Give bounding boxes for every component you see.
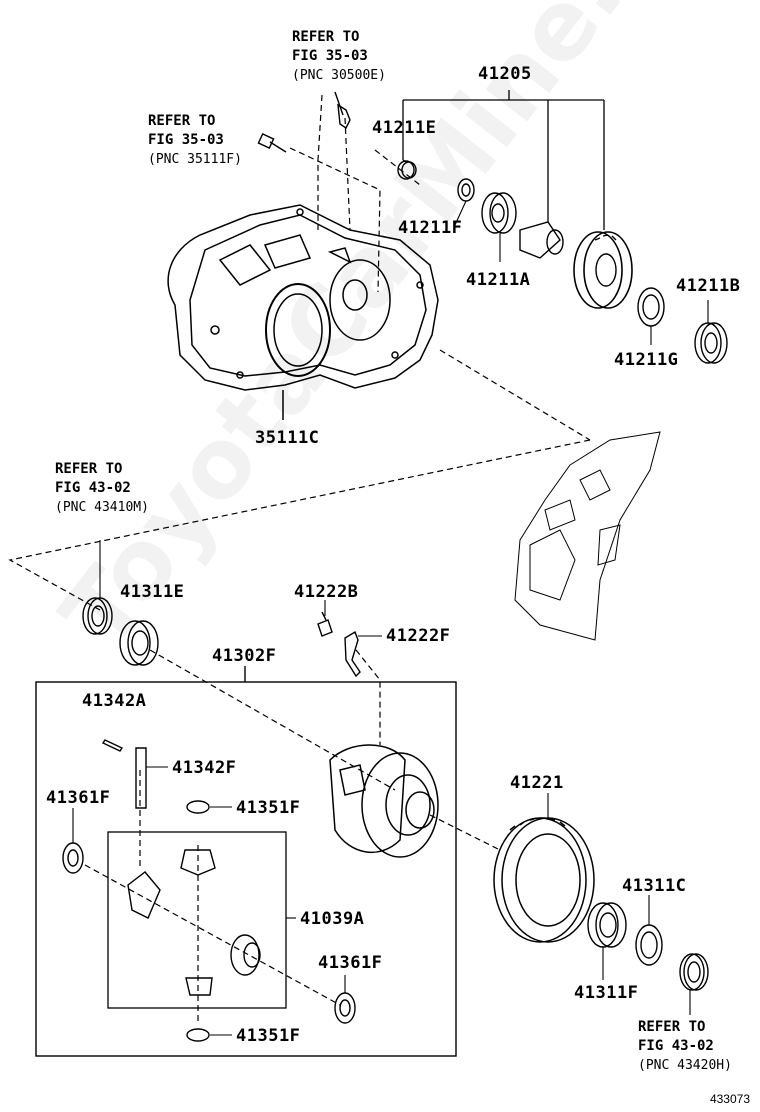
part-41361F-washer-left [62, 842, 84, 874]
part-side-gear-right [230, 934, 261, 976]
part-oil-seal-right [679, 953, 709, 991]
part-label-41221[interactable]: 41221 [510, 773, 564, 793]
ref-pnc: (PNC 43410M) [55, 500, 149, 515]
housing-35111C [167, 204, 439, 420]
figure-id: 433073 [709, 1092, 750, 1106]
part-41211F-washer [457, 178, 475, 202]
part-label-41222F[interactable]: 41222F [386, 626, 451, 646]
bracket-41205 [402, 90, 605, 230]
part-41351F-washer-bottom [186, 1028, 210, 1042]
ref-line1: REFER TO [55, 461, 123, 477]
part-differential-case [329, 744, 439, 858]
ref-line1: REFER TO [148, 113, 216, 129]
part-41222F-plate [344, 630, 361, 678]
ref-line1: REFER TO [638, 1019, 706, 1035]
box-41302F [35, 681, 457, 1057]
ref-line1: REFER TO [292, 29, 360, 45]
ref-fig43-right[interactable]: REFER TO FIG 43-02 (PNC 43420H) [638, 1018, 732, 1075]
part-41351F-washer-top [186, 800, 210, 814]
part-label-41342F[interactable]: 41342F [172, 758, 237, 778]
part-label-41351F[interactable]: 41351F [236, 1026, 301, 1046]
ref-line2: FIG 35-03 [148, 132, 224, 148]
part-label-41361F[interactable]: 41361F [46, 788, 111, 808]
part-41342A-pin [101, 739, 124, 752]
part-41211A-bearing [481, 192, 517, 234]
part-41211E-plug [397, 160, 417, 180]
part-label-41311F[interactable]: 41311F [574, 983, 639, 1003]
part-label-41211F[interactable]: 41211F [398, 218, 463, 238]
ref-line2: FIG 35-03 [292, 48, 368, 64]
ref-pnc: (PNC 35111F) [148, 152, 242, 167]
part-41205-shaft [519, 221, 564, 259]
transaxle-body-sketch [514, 431, 661, 641]
label-leaders [72, 159, 709, 1036]
part-41211B-race [694, 322, 728, 364]
part-label-41342A[interactable]: 41342A [82, 691, 147, 711]
part-label-41039A[interactable]: 41039A [300, 909, 365, 929]
ref-fig43-left[interactable]: REFER TO FIG 43-02 (PNC 43410M) [55, 460, 149, 517]
part-label-41311E[interactable]: 41311E [120, 582, 185, 602]
part-side-gear-left [127, 871, 161, 919]
part-41205-gear [573, 231, 633, 309]
part-41222B-plug [317, 611, 333, 637]
part-label-41351F[interactable]: 41351F [236, 798, 301, 818]
part-label-41222B[interactable]: 41222B [294, 582, 359, 602]
ref-pnc: (PNC 30500E) [292, 68, 386, 83]
part-label-41211A[interactable]: 41211A [466, 270, 531, 290]
part-pinion-gear-top [180, 849, 216, 876]
part-label-41302F[interactable]: 41302F [212, 646, 277, 666]
part-label-41211G[interactable]: 41211G [614, 350, 679, 370]
ref-fig35-top[interactable]: REFER TO FIG 35-03 (PNC 30500E) [292, 28, 386, 85]
part-41342F-shaft [135, 747, 147, 809]
bolt-35111F [257, 133, 287, 153]
part-label-41311C[interactable]: 41311C [622, 876, 687, 896]
bolt-30500E [334, 91, 351, 130]
part-label-41361F[interactable]: 41361F [318, 953, 383, 973]
part-41311F-bearing [587, 902, 627, 948]
ref-line2: FIG 43-02 [638, 1038, 714, 1054]
part-label-35111C[interactable]: 35111C [255, 428, 320, 448]
ref-pnc: (PNC 43420H) [638, 1058, 732, 1073]
part-label-41205[interactable]: 41205 [478, 64, 532, 84]
box-41039A [107, 831, 287, 1009]
part-pinion-gear-bottom [185, 977, 213, 996]
ref-fig35-mid[interactable]: REFER TO FIG 35-03 (PNC 35111F) [148, 112, 242, 169]
part-41211G-bearing [637, 287, 665, 327]
part-41221-ring-gear [493, 817, 595, 943]
part-41311E-bearing [119, 620, 159, 666]
part-label-41211E[interactable]: 41211E [372, 118, 437, 138]
ref-line2: FIG 43-02 [55, 480, 131, 496]
part-label-41211B[interactable]: 41211B [676, 276, 741, 296]
part-41311C-race [635, 924, 663, 966]
part-41361F-washer-right [334, 992, 356, 1024]
